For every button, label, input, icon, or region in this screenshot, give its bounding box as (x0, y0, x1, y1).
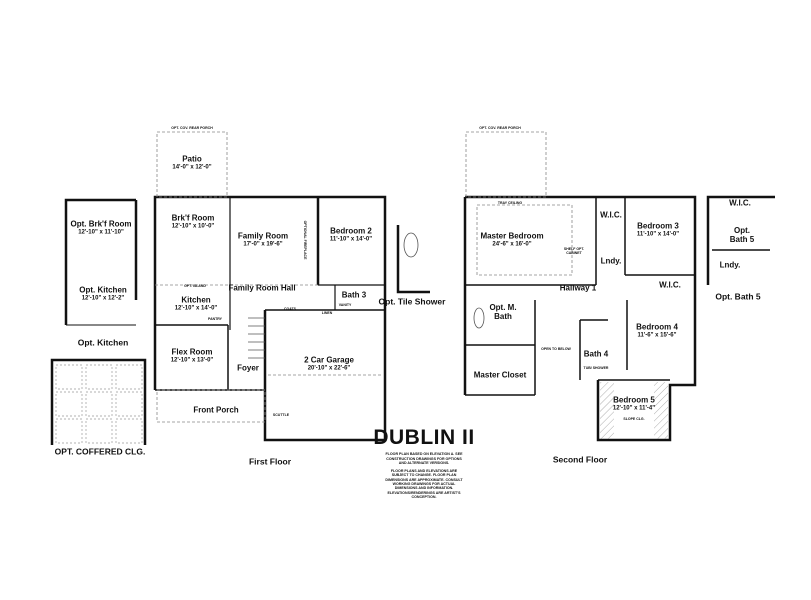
plan-title: DUBLIN II (373, 426, 475, 449)
room-foyer: Foyer (237, 363, 259, 373)
room-hallway1: Hallway 1 (559, 283, 597, 293)
label-optional-fireplace: OPTIONAL FIREPLACE (302, 220, 307, 260)
first-floor-walls (153, 195, 387, 442)
tray-ceiling-outline (476, 204, 573, 276)
room-lndy: Lndy. (600, 256, 622, 266)
label-slope-clg: SLOPE CLG. (623, 417, 645, 422)
plan-note-1: FLOOR PLAN BASED ON ELEVATION A. SEE CON… (385, 452, 463, 466)
caption-opt-bath5: Opt. Bath 5 (715, 291, 761, 302)
caption-first-floor: First Floor (248, 456, 292, 467)
label-opt-island: OPT. ISLAND (184, 284, 206, 289)
tile-shower-walls (396, 225, 430, 294)
opt-kitchen-walls (64, 198, 136, 325)
label-scuttle: SCUTTLE (272, 413, 290, 418)
coffered-walls (50, 358, 147, 445)
caption-opt-coffered: OPT. COFFERED CLG. (54, 446, 146, 457)
room-front-porch: Front Porch (193, 405, 239, 415)
room-wic-2: W.I.C. (659, 280, 681, 290)
label-tray-ceiling: TRAY CEILING (497, 201, 523, 206)
plan-note-2: FLOOR PLANS AND ELEVATIONS ARE SUBJECT T… (385, 468, 463, 500)
label-tub-shower: TUB/ SHOWER (583, 366, 609, 371)
coffered-grid (55, 364, 143, 444)
room-opt-bath5: Opt. Bath 5 (729, 226, 755, 244)
title-block: DUBLIN II FLOOR PLAN BASED ON ELEVATION … (373, 426, 474, 500)
label-shelf-opt-cabinet: SHELF OPT. CABINET (563, 247, 585, 255)
label-opt-cov-rear-porch: OPT. COV. REAR PORCH (171, 126, 213, 131)
room-opt-m-bath: Opt. M. Bath (489, 303, 517, 321)
caption-opt-tile-shower: Opt. Tile Shower (378, 296, 446, 307)
label-opt-cov-rear-porch-2: OPT. COV. REAR PORCH (479, 126, 521, 131)
label-linen: LINEN (321, 311, 333, 316)
second-floor-walls (465, 195, 697, 442)
label-open-to-below: OPEN TO BELOW (541, 347, 571, 352)
caption-opt-kitchen: Opt. Kitchen (77, 337, 129, 348)
rear-porch-outline (465, 131, 547, 198)
opt-bath5-walls (706, 195, 775, 285)
patio-outline (156, 131, 228, 198)
label-pantry: PANTRY (208, 317, 222, 322)
stairs (248, 317, 265, 359)
label-vanity: VANITY (338, 303, 352, 308)
room-wic-3: W.I.C. (729, 198, 751, 208)
room-master-closet: Master Closet (473, 370, 527, 380)
room-wic-1: W.I.C. (600, 210, 622, 220)
label-coats: COATS (284, 307, 296, 312)
room-bath4: Bath 4 (583, 349, 609, 359)
caption-second-floor: Second Floor (552, 454, 608, 465)
room-family-hall: Family Room Hall (228, 283, 296, 293)
room-lndy-2: Lndy. (719, 260, 741, 270)
room-bath3: Bath 3 (341, 290, 367, 300)
